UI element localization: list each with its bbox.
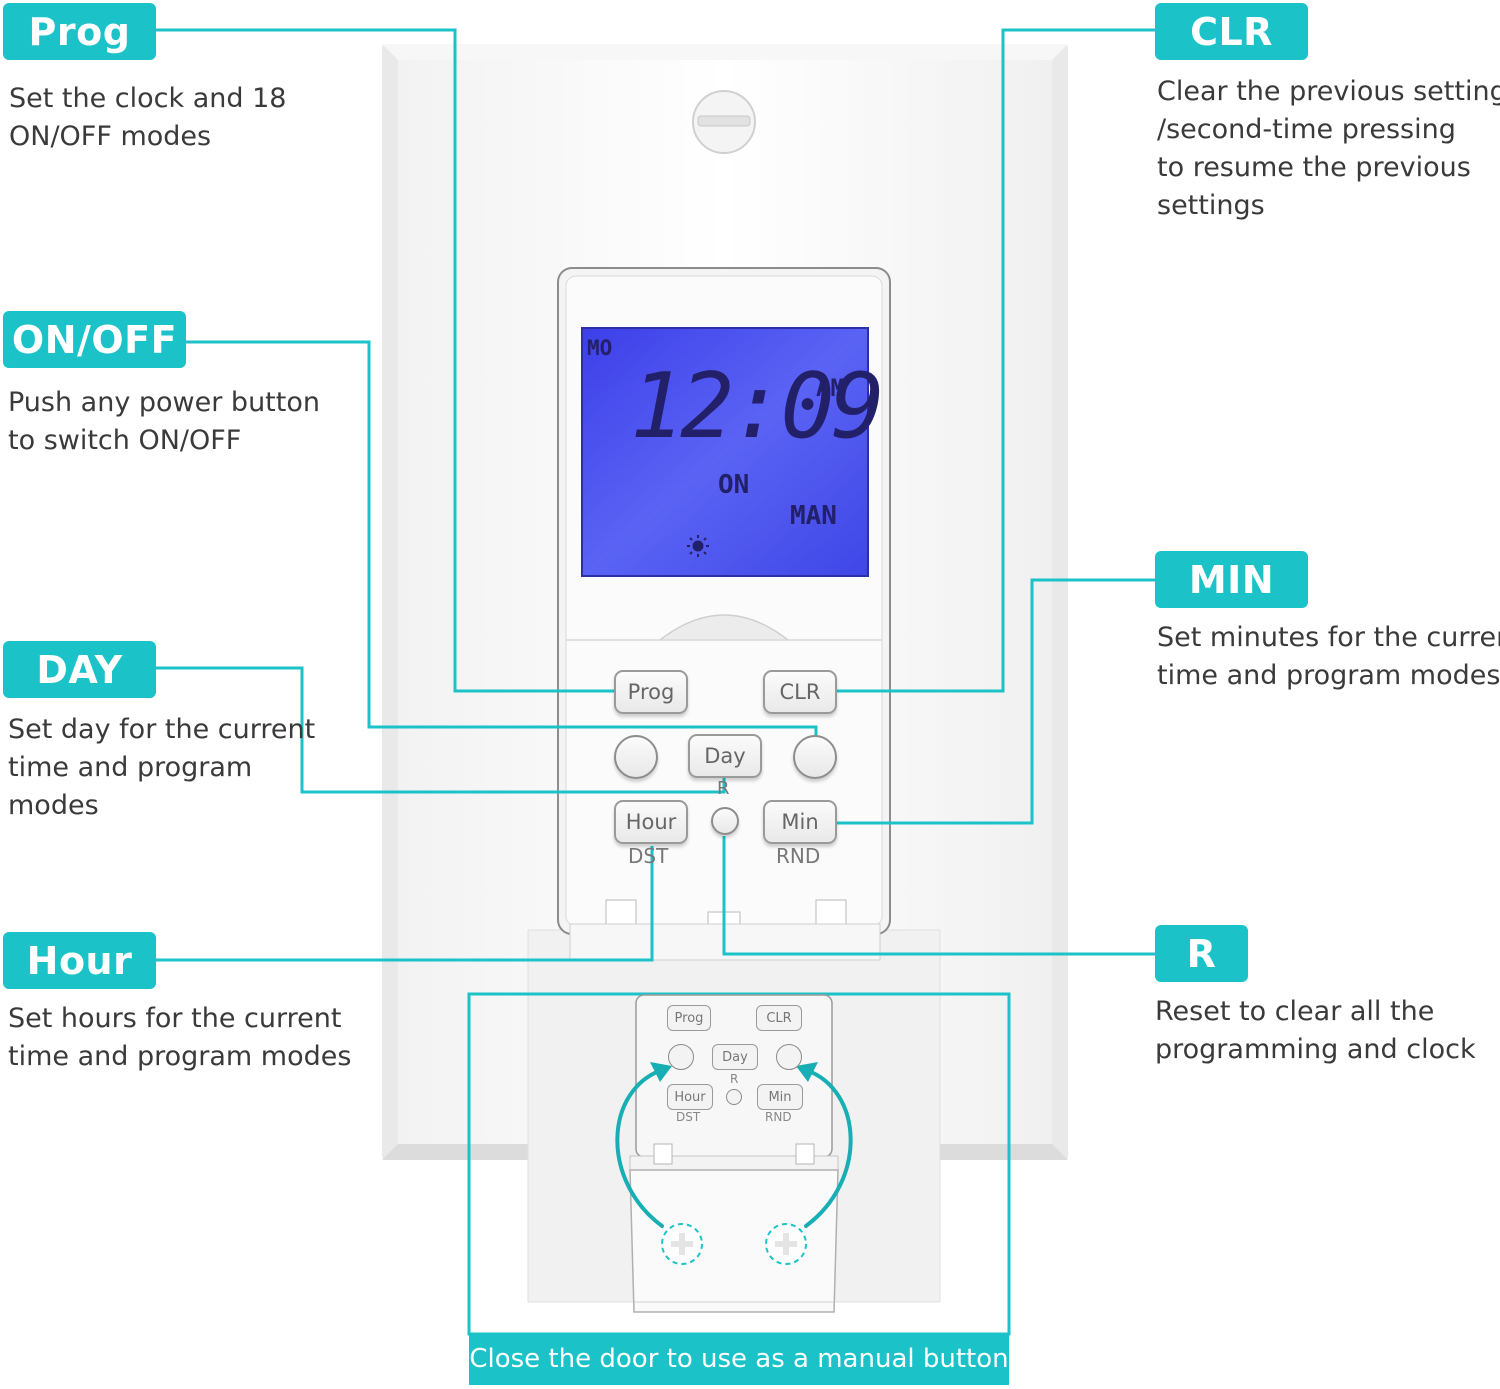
door-screw-icon xyxy=(661,1223,807,1265)
sun-icon xyxy=(687,535,709,557)
onoff-leader xyxy=(186,340,818,738)
dst-label: DST xyxy=(628,844,669,868)
power-button-right[interactable] xyxy=(793,735,837,779)
clr-desc-line: to resume the previous xyxy=(1157,152,1471,183)
min-desc-line: Set minutes for the current xyxy=(1157,622,1500,653)
r-desc-line: Reset to clear all the xyxy=(1155,996,1435,1027)
day-tag: DAY xyxy=(3,641,156,698)
day-desc-line: Set day for the current xyxy=(8,714,316,745)
prog-desc-line: ON/OFF modes xyxy=(9,121,212,152)
day-desc-line: time and program xyxy=(8,752,253,783)
lcd-day: MO xyxy=(587,336,613,360)
prog-desc-line: Set the clock and 18 xyxy=(9,83,287,114)
prog-button[interactable]: Prog xyxy=(614,670,688,714)
inset-dst-label: DST xyxy=(676,1110,701,1124)
r-desc-line: programming and clock xyxy=(1155,1034,1476,1065)
onoff-desc-line: to switch ON/OFF xyxy=(8,425,242,456)
onoff-desc-line: Push any power button xyxy=(8,387,320,418)
hour-desc-line: time and program modes xyxy=(8,1041,352,1072)
rnd-label: RND xyxy=(776,844,821,868)
inset-reset-button xyxy=(726,1089,742,1105)
hour-button[interactable]: Hour xyxy=(614,800,688,844)
clr-desc-line: Clear the previous setting xyxy=(1157,76,1500,107)
lcd-mode: MAN xyxy=(790,501,837,531)
min-desc: Set minutes for the current time and pro… xyxy=(1157,619,1500,695)
day-desc-line: modes xyxy=(8,790,99,821)
clr-tag: CLR xyxy=(1155,3,1308,60)
prog-leader xyxy=(156,28,614,693)
hour-desc: Set hours for the current time and progr… xyxy=(8,1000,351,1076)
day-desc: Set day for the current time and program… xyxy=(8,711,315,825)
reset-button[interactable] xyxy=(711,807,739,835)
day-button[interactable]: Day xyxy=(688,734,762,778)
clr-desc-line: /second-time pressing xyxy=(1157,114,1456,145)
lcd-screen xyxy=(581,327,869,577)
prog-tag: Prog xyxy=(3,3,156,60)
inset-r-label: R xyxy=(730,1072,739,1086)
clr-button[interactable]: CLR xyxy=(763,670,837,714)
hour-leader xyxy=(156,846,654,962)
r-label: R xyxy=(717,778,730,799)
clr-desc: Clear the previous setting /second-time … xyxy=(1157,73,1500,225)
inset-caption: Close the door to use as a manual button xyxy=(469,1333,1009,1385)
onoff-tag: ON/OFF xyxy=(3,311,186,368)
r-leader xyxy=(722,836,1155,956)
inset-clr-button: CLR xyxy=(756,1005,802,1031)
inset-min-button: Min xyxy=(757,1084,803,1110)
inset-frame xyxy=(467,992,1011,1336)
min-button[interactable]: Min xyxy=(763,800,837,844)
clr-leader xyxy=(834,28,1155,693)
r-desc: Reset to clear all the programming and c… xyxy=(1155,993,1476,1069)
inset-power-right xyxy=(776,1044,802,1070)
power-button-left[interactable] xyxy=(614,735,658,779)
hour-desc-line: Set hours for the current xyxy=(8,1003,342,1034)
lcd-state: ON xyxy=(718,470,750,500)
lcd-ampm: AM xyxy=(816,374,845,402)
min-tag: MIN xyxy=(1155,551,1308,608)
inset-power-left xyxy=(668,1044,694,1070)
clr-desc-line: settings xyxy=(1157,190,1265,221)
door-close-arrow-icon xyxy=(615,1068,853,1228)
min-leader xyxy=(834,578,1155,825)
arrowheads xyxy=(650,1062,818,1082)
inset-hour-button: Hour xyxy=(667,1084,713,1110)
lcd-time: 12:09 xyxy=(630,354,885,459)
min-desc-line: time and program modes xyxy=(1157,660,1500,691)
day-leader xyxy=(156,666,726,794)
r-tag: R xyxy=(1155,925,1248,982)
inset-prog-button: Prog xyxy=(667,1005,711,1031)
hour-tag: Hour xyxy=(3,932,156,989)
inset-rnd-label: RND xyxy=(765,1110,792,1124)
inset-day-button: Day xyxy=(712,1044,758,1070)
screw-icon xyxy=(692,90,756,154)
leader-lines xyxy=(156,28,1155,962)
onoff-desc: Push any power button to switch ON/OFF xyxy=(8,384,320,460)
prog-desc: Set the clock and 18 ON/OFF modes xyxy=(9,80,286,156)
